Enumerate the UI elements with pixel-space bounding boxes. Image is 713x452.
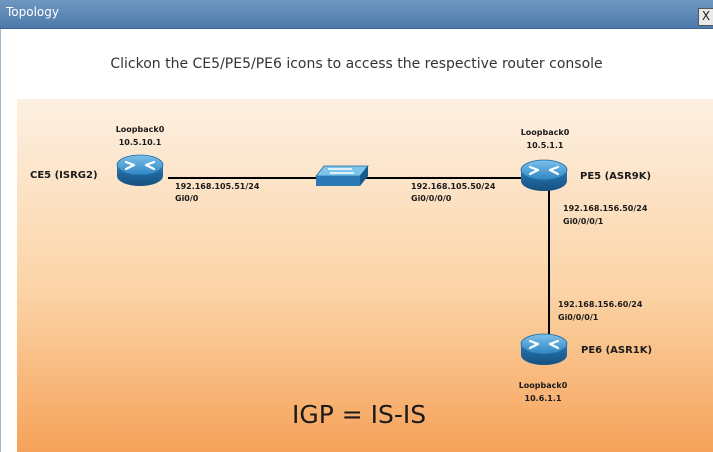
ce5-link-ip: 192.168.105.51/24	[175, 182, 260, 191]
switch	[314, 164, 370, 190]
router-icon	[520, 333, 568, 365]
switch-icon	[315, 165, 369, 186]
pe5-link1-ip: 192.168.105.50/24	[411, 182, 496, 191]
pe5-router-icon[interactable]	[519, 158, 569, 192]
pe5-link2-ip: 192.168.156.50/24	[563, 204, 648, 213]
window-title: Topology	[6, 5, 59, 19]
pe6-link-ip: 192.168.156.60/24	[558, 300, 643, 309]
pe5-name: PE5 (ASR9K)	[580, 171, 652, 182]
ce5-router-icon[interactable]	[115, 153, 165, 187]
pe5-link2-interface: Gi0/0/0/1	[563, 217, 604, 226]
link-pe5-pe6	[548, 190, 550, 345]
pe6-loopback-label: Loopback0	[518, 381, 568, 390]
ce5-loopback-label: Loopback0	[115, 125, 165, 134]
pe5-loopback-ip: 10.5.1.1	[526, 141, 564, 150]
pe6-router-icon[interactable]	[519, 332, 569, 366]
pe5-loopback-label: Loopback0	[520, 128, 570, 137]
router-icon	[116, 154, 164, 186]
pe6-link-interface: Gi0/0/0/1	[558, 313, 599, 322]
ce5-name: CE5 (ISRG2)	[30, 170, 98, 181]
ce5-link-interface: Gi0/0	[175, 194, 199, 203]
pe6-name: PE6 (ASR1K)	[581, 345, 653, 356]
pe5-link1-interface: Gi0/0/0/0	[411, 194, 452, 203]
igp-label: IGP = IS-IS	[292, 400, 427, 429]
window-titlebar: Topology X	[0, 0, 713, 29]
router-icon	[520, 159, 568, 191]
pe6-loopback-ip: 10.6.1.1	[524, 394, 562, 403]
close-icon[interactable]: X	[698, 8, 713, 26]
ce5-loopback-ip: 10.5.10.1	[118, 138, 162, 147]
instruction-text: Clickon the CE5/PE5/PE6 icons to access …	[110, 56, 603, 72]
